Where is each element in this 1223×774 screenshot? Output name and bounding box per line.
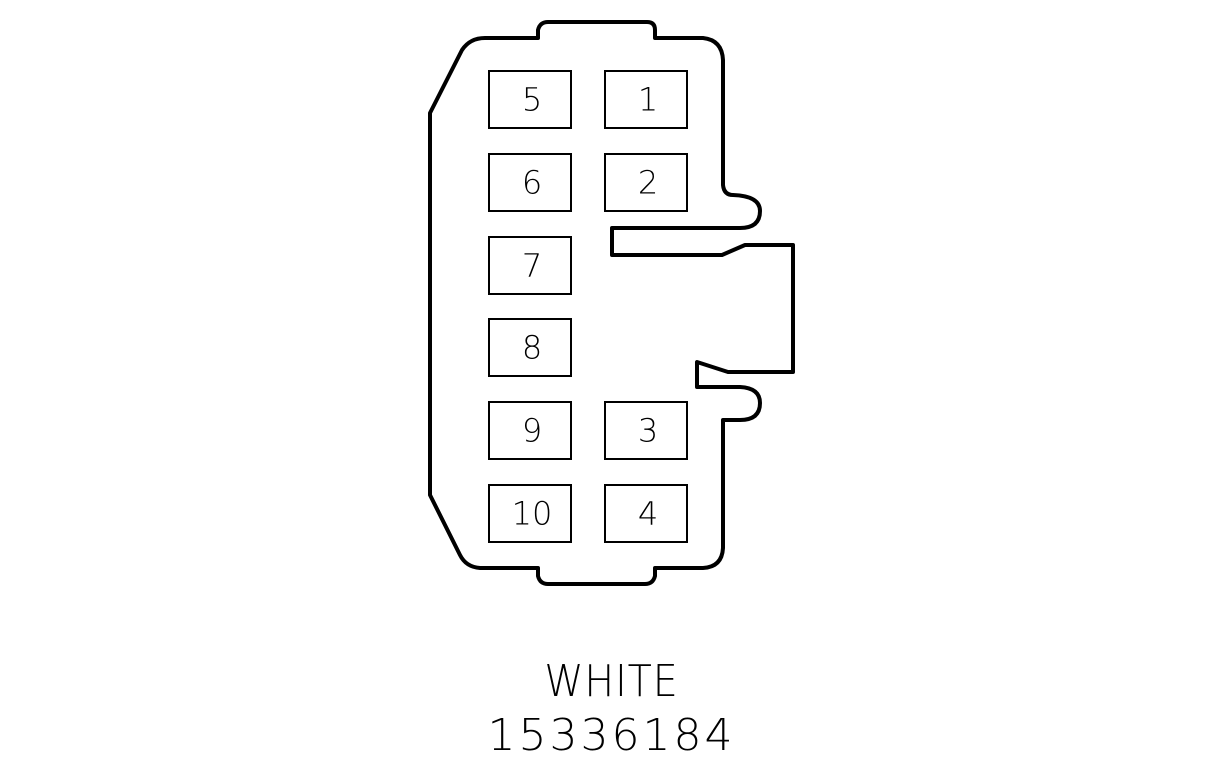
cavity-box: [488, 70, 572, 129]
cavity-number: 4: [638, 495, 658, 533]
cavity-number: 2: [638, 164, 658, 202]
cavity-7: 7: [488, 236, 572, 295]
cavity-box: [488, 153, 572, 212]
cavity-4: 4: [604, 484, 688, 543]
cavity-8: 8: [488, 318, 572, 377]
cavity-number: 5: [522, 81, 542, 119]
cavity-box: [488, 484, 572, 543]
cavity-box: [488, 401, 572, 460]
connector-color-label: WHITE: [544, 656, 679, 707]
cavity-box: [604, 70, 688, 129]
connector-outline: [428, 20, 795, 586]
cavity-1: 1: [604, 70, 688, 129]
cavity-box: [488, 318, 572, 377]
cavity-number: 10: [512, 495, 553, 533]
cavity-9: 9: [488, 401, 572, 460]
cavity-number: 7: [522, 247, 542, 285]
cavity-box: [604, 484, 688, 543]
cavity-5: 5: [488, 70, 572, 129]
cavity-3: 3: [604, 401, 688, 460]
cavity-box: [604, 401, 688, 460]
cavity-box: [604, 153, 688, 212]
cavity-number: 3: [638, 412, 658, 450]
cavity-number: 9: [522, 412, 542, 450]
cavity-number: 6: [522, 164, 542, 202]
cavity-number: 8: [522, 329, 542, 367]
cavity-number: 1: [638, 81, 658, 119]
cavity-box: [488, 236, 572, 295]
cavity-6: 6: [488, 153, 572, 212]
cavity-2: 2: [604, 153, 688, 212]
connector-part-number: 15336184: [487, 710, 736, 761]
cavity-10: 10: [488, 484, 572, 543]
